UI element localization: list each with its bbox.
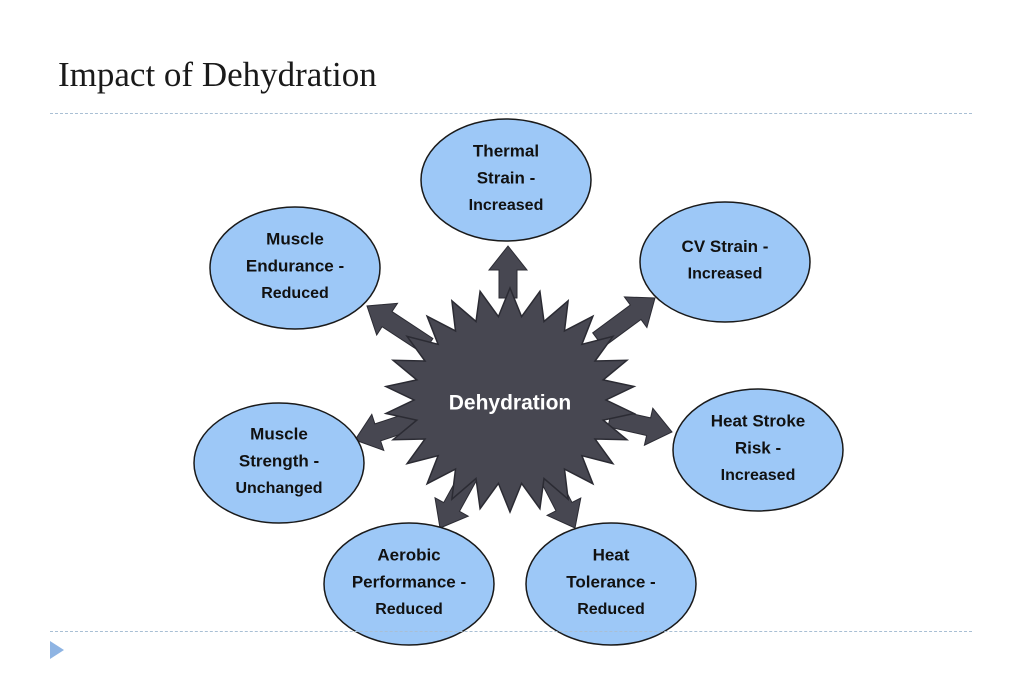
node-label-line: Reduced — [577, 601, 645, 618]
footer-divider — [50, 631, 972, 632]
arrow-thermal-strain — [487, 245, 529, 299]
node-label-line: Risk - — [735, 438, 781, 457]
center-label: Dehydration — [449, 392, 572, 415]
star-layer: Dehydration — [383, 286, 637, 514]
node-label-line: Muscle — [250, 424, 308, 443]
arrow-cv-strain — [592, 296, 656, 348]
node-label-line: Reduced — [375, 601, 443, 618]
node-label-line: Increased — [721, 467, 796, 484]
node-ellipse — [672, 388, 844, 512]
node-label-line: Heat — [593, 545, 630, 564]
node-label-line: Thermal — [473, 141, 539, 160]
node-label-line: Increased — [688, 266, 763, 283]
node-ellipse — [193, 402, 365, 524]
node-label-line: Strain - — [477, 168, 536, 187]
node-label-line: Muscle — [266, 229, 324, 248]
node-label-line: Unchanged — [235, 480, 322, 497]
node-label-line: Tolerance - — [566, 572, 655, 591]
node-label-line: Increased — [469, 197, 544, 214]
node-ellipse — [525, 522, 697, 646]
node-label-line: Performance - — [352, 572, 466, 591]
node-label-line: Heat Stroke — [711, 411, 805, 430]
slide-title: Impact of Dehydration — [58, 55, 377, 94]
node-ellipse — [209, 206, 381, 330]
node-ellipse — [323, 522, 495, 646]
node-ellipse — [639, 201, 811, 323]
node-label-line: Aerobic — [377, 545, 440, 564]
node-label-line: Endurance - — [246, 256, 344, 275]
slide-bullet-icon — [50, 641, 64, 659]
node-cv-strain: CV Strain - Increased — [639, 201, 811, 323]
node-label-line: CV Strain - — [682, 237, 769, 256]
node-ellipse — [420, 118, 592, 242]
node-label-line: Reduced — [261, 285, 329, 302]
node-label-line: Strength - — [239, 451, 319, 470]
title-divider — [50, 113, 972, 114]
dehydration-starburst — [383, 286, 637, 514]
